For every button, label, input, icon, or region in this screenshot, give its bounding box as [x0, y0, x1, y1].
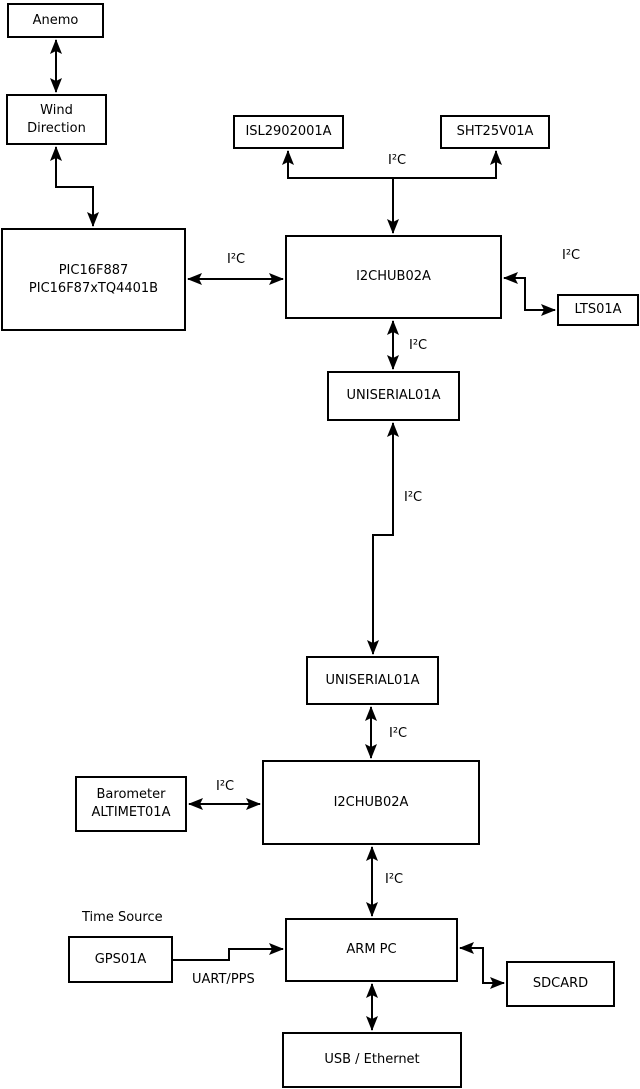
box-arm-pc: ARM PC: [285, 918, 458, 982]
box-lts01a: LTS01A: [557, 294, 639, 326]
connector-gps-armpc: [173, 943, 284, 961]
box-label: ARM PC: [346, 942, 397, 958]
box-wind-direction: Wind Direction: [6, 94, 107, 145]
edge-label-uart-pps: UART/PPS: [192, 972, 255, 987]
box-gps01a: GPS01A: [68, 936, 173, 983]
box-label: Wind Direction: [27, 102, 86, 136]
edge-label-i2c-pic-hub1: I²C: [227, 252, 246, 267]
box-label: GPS01A: [94, 951, 147, 967]
connector-uniserial1-uniserial2: [367, 422, 399, 655]
box-label: ISL2902001A: [245, 124, 332, 140]
edge-label-time-source: Time Source: [82, 910, 163, 925]
connector-armpc-sdcard: [459, 942, 505, 989]
box-label: SHT25V01A: [456, 124, 534, 140]
box-barometer: Barometer ALTIMET01A: [75, 776, 187, 832]
edge-label-i2c-hub1-uniserial1: I²C: [409, 338, 428, 353]
box-anemo: Anemo: [7, 3, 104, 38]
box-i2chub02a-2: I2CHUB02A: [262, 760, 480, 845]
edge-label-i2c-hub1-lts: I²C: [562, 248, 581, 263]
box-isl2902001a: ISL2902001A: [233, 115, 344, 149]
box-label: LTS01A: [574, 302, 622, 318]
edge-label-i2c-top-branch: I²C: [388, 153, 407, 168]
box-label: I2CHUB02A: [356, 269, 431, 285]
edge-label-i2c-barometer-hub2: I²C: [216, 779, 235, 794]
edge-label-i2c-uniserial-link: I²C: [404, 490, 423, 505]
edge-label-i2c-uniserial2-hub2: I²C: [389, 726, 408, 741]
edge-label-i2c-hub2-armpc: I²C: [385, 872, 404, 887]
connector-winddirection-pic: [50, 146, 99, 227]
box-uniserial01a-2: UNISERIAL01A: [306, 656, 439, 705]
box-label: SDCARD: [532, 976, 589, 992]
connector-hub1-lts: [503, 272, 556, 316]
box-label: Anemo: [32, 12, 79, 28]
box-label: PIC16F887 PIC16F87xTQ4401B: [28, 262, 159, 296]
box-label: USB / Ethernet: [324, 1052, 420, 1068]
box-label: UNISERIAL01A: [325, 672, 420, 688]
box-i2chub02a-1: I2CHUB02A: [285, 235, 502, 319]
box-label: UNISERIAL01A: [346, 388, 441, 404]
box-label: Barometer ALTIMET01A: [91, 787, 171, 820]
box-sht25v01a: SHT25V01A: [440, 115, 550, 149]
box-usb-ethernet: USB / Ethernet: [282, 1032, 462, 1088]
box-label: I2CHUB02A: [333, 794, 409, 810]
box-sdcard: SDCARD: [506, 961, 615, 1007]
box-pic: PIC16F887 PIC16F87xTQ4401B: [1, 228, 186, 331]
box-uniserial01a-1: UNISERIAL01A: [327, 371, 460, 421]
